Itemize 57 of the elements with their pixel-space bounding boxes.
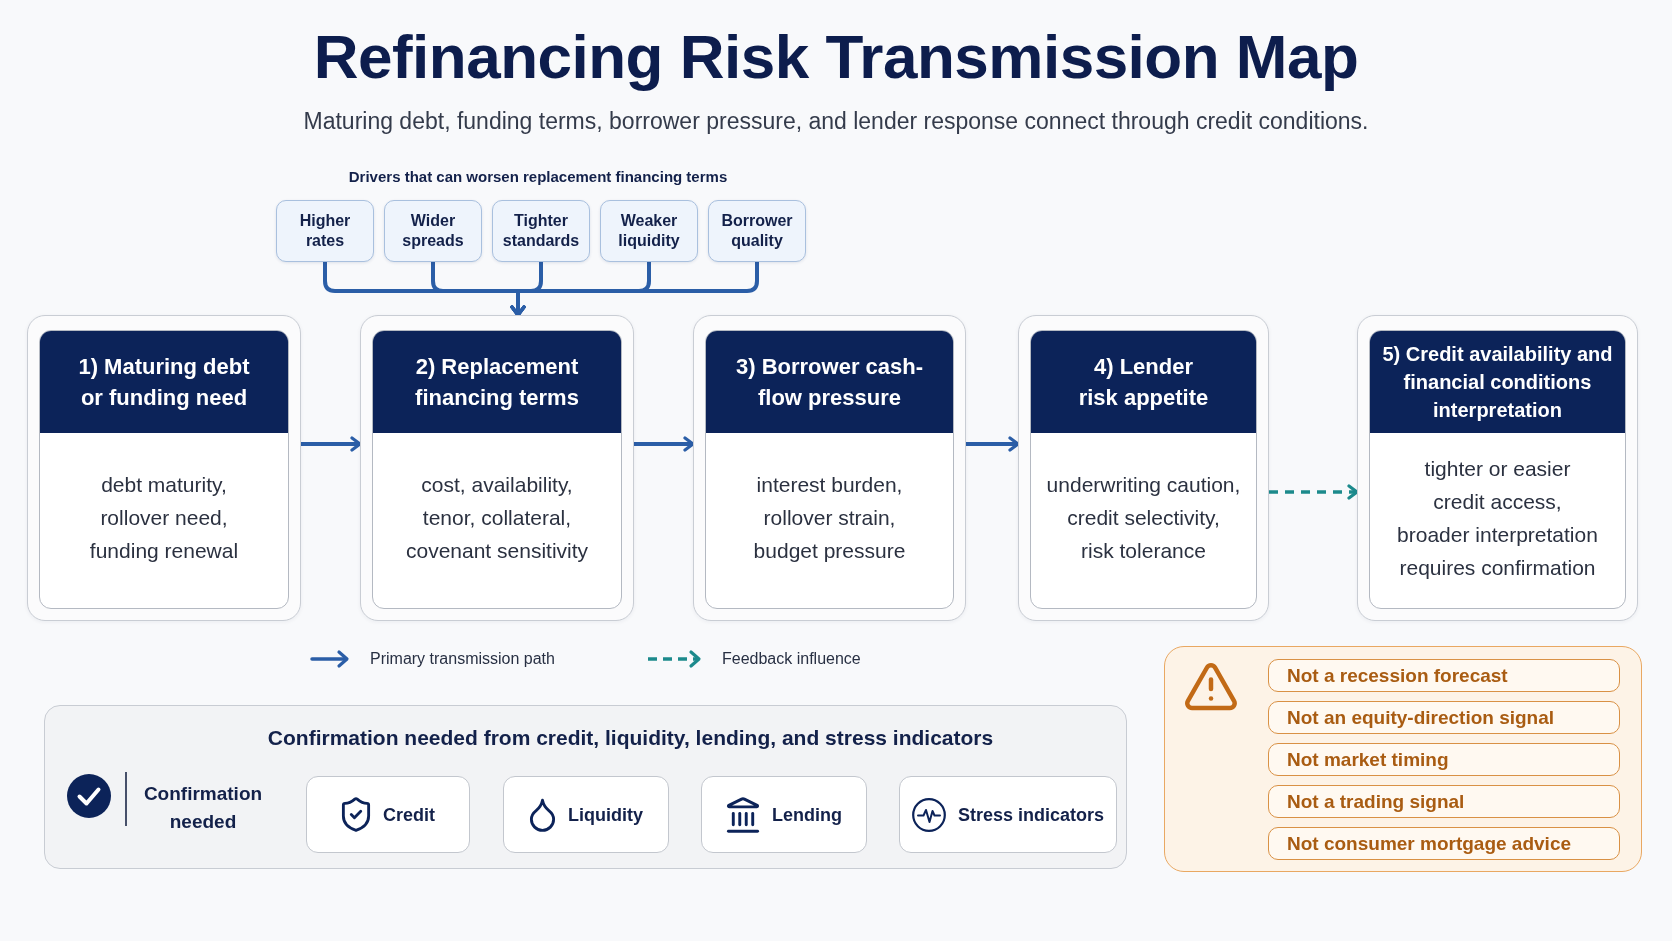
step-title: 4) Lender risk appetite [1077, 353, 1210, 412]
disclaimer-pill [1268, 659, 1620, 692]
disclaimer-text: Not consumer mortgage advice [1287, 831, 1572, 856]
legend-label: Primary transmission path [370, 649, 555, 669]
indicator-chip [306, 776, 470, 853]
flow-arrow [301, 436, 362, 452]
step-title: 1) Maturing debt or funding need [77, 353, 251, 412]
disclaimer-text: Not an equity-direction signal [1287, 705, 1555, 730]
panel-heading: Confirmation needed from credit, liquidity, lending, and stress indicators [267, 725, 994, 751]
driver-label: Higher rates [298, 211, 352, 251]
subtitle: Maturing debt, funding terms, borrower pressure, and lender response connect through credit conditions. [303, 107, 1369, 136]
driver-box [384, 200, 482, 262]
driver-box [492, 200, 590, 262]
driver-box [600, 200, 698, 262]
page-title: Refinancing Risk Transmission Map [313, 21, 1359, 93]
flow-arrow [1269, 484, 1359, 500]
indicator-chip [503, 776, 669, 853]
driver-label: Tighter standards [501, 211, 581, 251]
disclaimer-pill [1268, 785, 1620, 818]
caution-panel [1164, 646, 1642, 872]
step-description: underwriting caution, credit selectivity, risk tolerance [1045, 472, 1242, 564]
driver-box [708, 200, 806, 262]
indicator-chip [701, 776, 867, 853]
driver-label: Borrower quality [720, 211, 794, 251]
driver-label: Weaker liquidity [617, 211, 681, 251]
indicator-chip [899, 776, 1117, 853]
chip-label: Stress indicators [957, 803, 1105, 827]
disclaimer-text: Not a trading signal [1287, 789, 1465, 814]
step-frame [27, 315, 301, 621]
step-frame [1018, 315, 1269, 621]
step-description: interest burden, rollover strain, budget pressure [752, 472, 907, 564]
disclaimer-pill [1268, 743, 1620, 776]
step-title: 5) Credit availability and financial conditions interpretation [1381, 342, 1614, 423]
legend-label: Feedback influence [722, 649, 861, 669]
section-heading: Drivers that can worsen replacement financing terms [348, 167, 728, 187]
disclaimer-pill [1268, 827, 1620, 860]
step-description: cost, availability, tenor, collateral, covenant sensitivity [404, 472, 590, 564]
disclaimer-text: Not a recession forecast [1287, 663, 1508, 688]
step-title: 3) Borrower cash-flow pressure [734, 353, 925, 412]
disclaimer-text: Not market timing [1287, 747, 1449, 772]
step-description: debt maturity, rollover need, funding renewal [88, 472, 240, 564]
disclaimer-pill [1268, 701, 1620, 734]
step-description: tighter or easier credit access, broader interpretation requires confirmation [1396, 455, 1599, 581]
merge-bracket-arrow [510, 262, 759, 317]
step-frame [693, 315, 966, 621]
chip-label: Credit [383, 803, 435, 827]
chip-label: Lending [772, 803, 842, 827]
step-frame [360, 315, 634, 621]
step-frame [1357, 315, 1638, 621]
confirmation-note: Confirmation needed [142, 782, 264, 834]
confirmation-panel [44, 705, 1127, 869]
chip-label: Liquidity [568, 803, 643, 827]
driver-box [276, 200, 374, 262]
flow-arrow [634, 436, 695, 452]
step-title: 2) Replacement financing terms [414, 353, 580, 412]
flow-arrow [966, 436, 1020, 452]
driver-label: Wider spreads [401, 211, 465, 251]
